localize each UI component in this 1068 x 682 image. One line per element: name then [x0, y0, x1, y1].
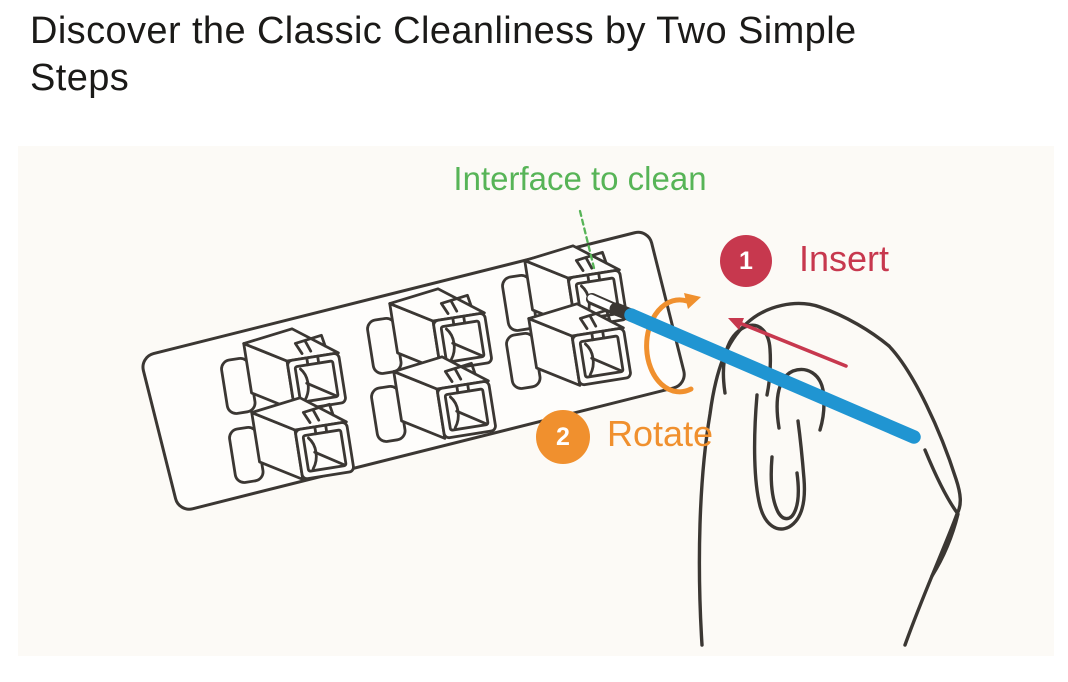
step-1-label: Insert	[799, 238, 890, 279]
step-2-badge: 2	[536, 410, 590, 464]
interface-to-clean-label: Interface to clean	[453, 160, 707, 197]
adapter-panel	[141, 230, 686, 511]
cleaning-pen-icon	[586, 293, 921, 444]
insert-arrow-icon	[728, 318, 848, 368]
step-2-number: 2	[556, 422, 570, 451]
rotate-arrow-icon	[644, 293, 701, 395]
step-1-badge: 1	[720, 235, 772, 287]
step-2-label: Rotate	[607, 413, 714, 454]
page-title: Discover the Classic Cleanliness by Two …	[30, 10, 857, 99]
pointer-dashed-line-icon	[578, 209, 596, 270]
step-1-number: 1	[739, 246, 753, 275]
